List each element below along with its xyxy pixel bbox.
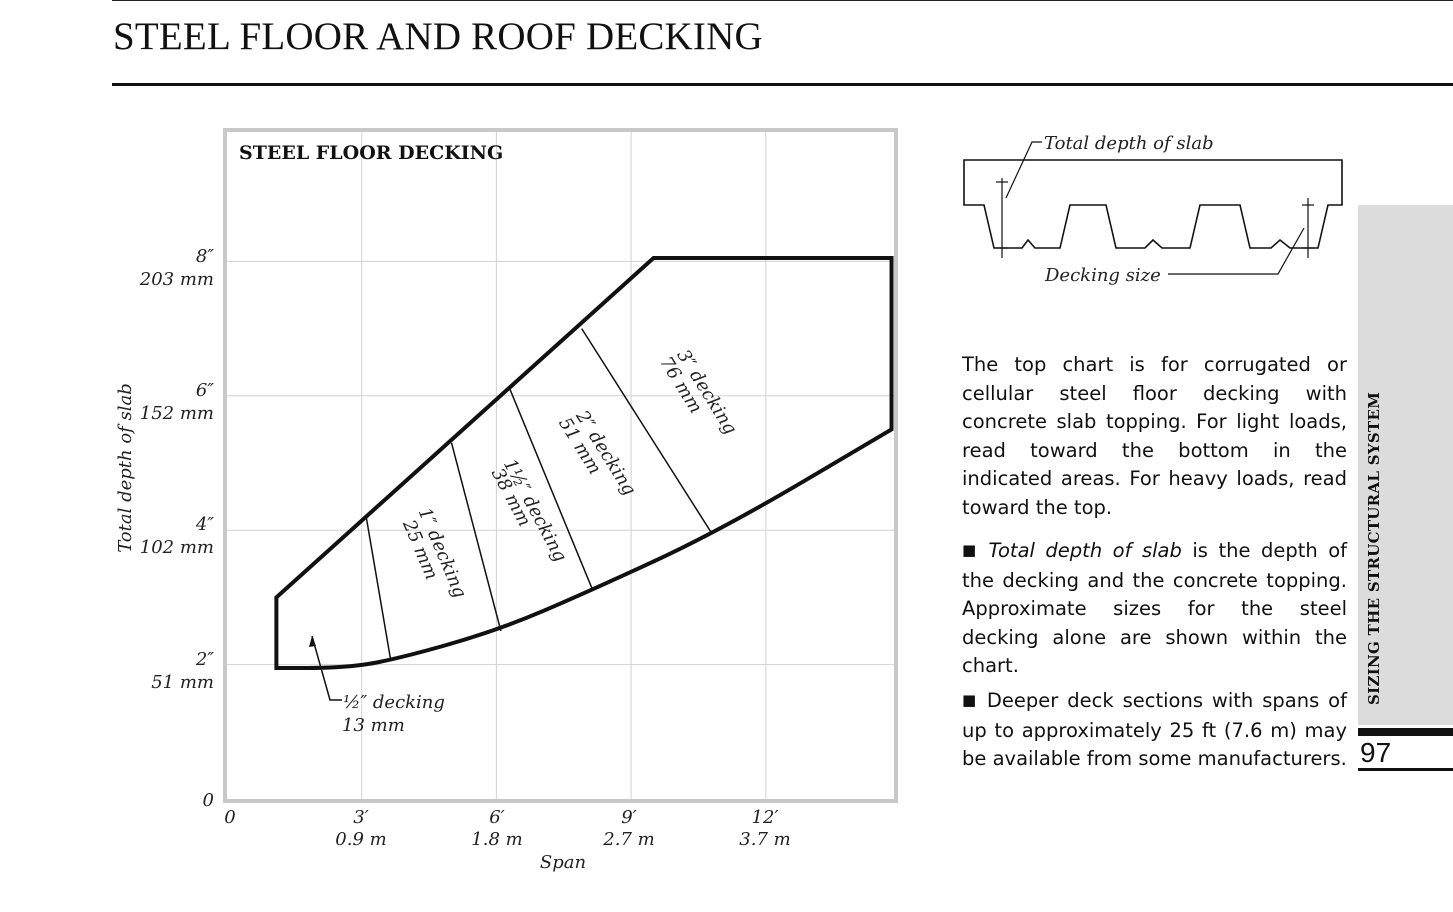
region-label-half-in: ½″ decking	[343, 692, 445, 713]
region-divider-1	[450, 442, 502, 632]
chart-grid	[227, 132, 894, 799]
bullet-text: is the depth of the decking and the conc…	[962, 539, 1347, 678]
x-tick-metric-6: 1.8 m	[471, 829, 522, 850]
side-tab	[1358, 205, 1453, 725]
chart-title: STEEL FLOOR DECKING	[239, 142, 503, 164]
bullet-square-icon: ■	[962, 541, 981, 559]
half-inch-leader-line	[311, 635, 342, 701]
side-rule-thick	[1358, 728, 1453, 736]
page-number: 97	[1360, 737, 1392, 768]
x-tick-label-6: 6′	[489, 807, 505, 828]
x-tick-labels: 0 3′ 0.9 m 6′ 1.8 m 9′ 2.7 m 12′ 3.7 m	[224, 807, 790, 850]
chart-frame	[223, 128, 898, 803]
side-rule-thin	[1358, 768, 1453, 771]
section-side-label: SIZING THE STRUCTURAL SYSTEM	[1365, 391, 1383, 705]
chart-dividers	[365, 328, 713, 662]
deck-slab-profile	[963, 159, 1343, 249]
y-axis-label: Total depth of slab	[115, 383, 136, 553]
y-tick-labels: 0 2″ 51 mm 4″ 102 mm 6″ 152 mm 8″ 203 mm	[139, 246, 214, 811]
top-rule	[112, 0, 1453, 1]
total-depth-leader	[1005, 141, 1042, 199]
title-rule	[112, 83, 1453, 86]
region-divider-2	[509, 388, 594, 591]
bullet-term: Total depth of slab	[988, 539, 1182, 562]
region-divider-3	[581, 328, 713, 534]
total-depth-label: Total depth of slab	[1044, 133, 1214, 154]
x-tick-label-12: 12′	[752, 807, 779, 828]
x-tick-label-3: 3′	[353, 807, 369, 828]
y-tick-metric-6: 152 mm	[140, 403, 214, 424]
y-tick-label-6: 6″	[196, 380, 214, 401]
y-tick-metric-2: 51 mm	[151, 672, 214, 693]
region-metric-half-in: 13 mm	[342, 715, 405, 736]
decking-size-label: Decking size	[1044, 265, 1161, 286]
y-tick-label-8: 8″	[196, 246, 214, 267]
x-axis-label: Span	[540, 852, 586, 873]
bullet-total-depth: ■ Total depth of slab is the depth of the…	[962, 537, 1347, 681]
bullet-square-icon: ■	[962, 691, 979, 709]
bullet-text: Deeper deck sections with spans of up to…	[962, 689, 1347, 771]
x-tick-metric-9: 2.7 m	[602, 829, 654, 850]
chart-outline-area	[274, 256, 894, 670]
x-tick-label-9: 9′	[621, 807, 637, 828]
y-tick-label-2: 2″	[195, 649, 214, 670]
decking-size-leader	[1168, 227, 1305, 275]
x-tick-label-0: 0	[224, 807, 235, 828]
y-tick-label-0: 0	[203, 790, 214, 811]
y-tick-label-4: 4″	[195, 514, 214, 535]
y-tick-metric-4: 102 mm	[140, 537, 214, 558]
intro-paragraph: The top chart is for corrugated or cellu…	[962, 353, 1347, 519]
region-divider-0	[365, 516, 392, 662]
page-title: STEEL FLOOR AND ROOF DECKING	[113, 15, 763, 58]
x-tick-metric-12: 3.7 m	[739, 829, 790, 850]
x-tick-metric-3: 0.9 m	[335, 829, 386, 850]
deck-profile-diagram: Total depth of slab Decking size	[963, 133, 1343, 286]
bullet-deeper-deck: ■Deeper deck sections with spans of up t…	[962, 687, 1347, 774]
y-tick-metric-8: 203 mm	[139, 269, 214, 290]
half-inch-leader-arrow	[309, 636, 316, 647]
